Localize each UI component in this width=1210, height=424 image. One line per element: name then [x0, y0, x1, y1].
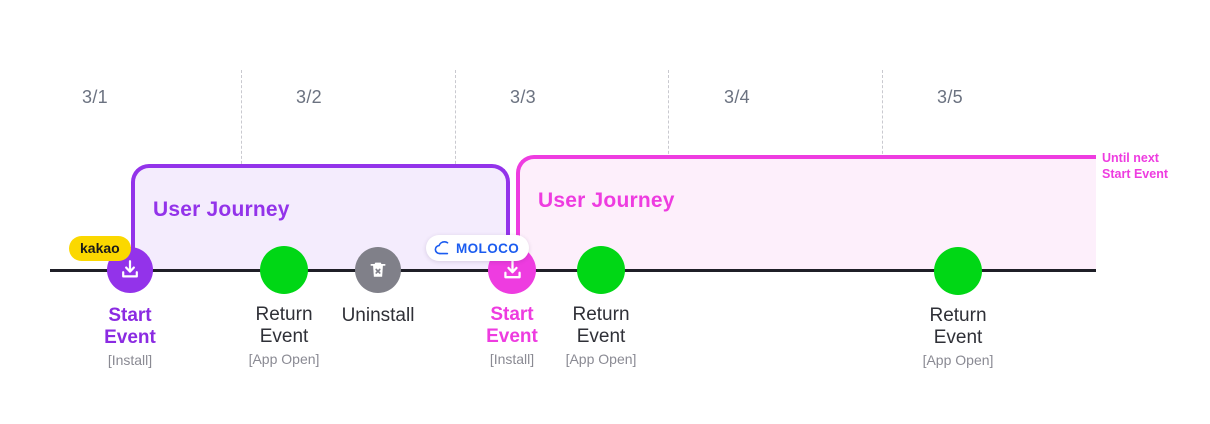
event-title: Start Event: [50, 305, 210, 350]
event-title-line2: Event: [576, 326, 626, 348]
event-title: Start Event: [432, 304, 592, 349]
date-label: 3/4: [724, 87, 750, 107]
until-note-line2: Start Event: [1102, 167, 1168, 181]
user-journey-label: User Journey: [153, 198, 290, 221]
event-title-line2: Event: [104, 327, 156, 349]
event-title-line2: Event: [933, 327, 983, 349]
date-label: 3/5: [937, 87, 963, 107]
trash-x-icon: [355, 247, 401, 293]
event-title-line1: Start: [490, 304, 534, 325]
kakao-badge: kakao: [69, 236, 131, 261]
event-subtitle: [App Open]: [248, 351, 320, 367]
until-next-start-event-note: Until next Start Event: [1102, 150, 1168, 182]
moloco-badge: MOLOCO: [426, 235, 530, 261]
event-title-line2: Event: [486, 326, 538, 348]
event-title-line2: Event: [259, 326, 309, 348]
user-journey-label: User Journey: [538, 189, 675, 212]
date-label: 3/1: [82, 87, 108, 107]
event-title-line1: Start: [108, 305, 152, 326]
date-label: 3/3: [510, 87, 536, 107]
event-title-line1: Return: [929, 305, 987, 326]
event-title: Return Event: [521, 304, 681, 349]
event-title-line1: Return: [255, 304, 313, 325]
date-label: 3/2: [296, 87, 322, 107]
moloco-wordmark: MOLOCO: [456, 240, 520, 256]
event-subtitle: [Install]: [489, 351, 535, 367]
circle-marker-icon: [260, 246, 308, 294]
timeline-axis-line: [50, 269, 1096, 272]
event-subtitle: [App Open]: [922, 352, 994, 368]
until-note-line1: Until next: [1102, 151, 1159, 165]
event-title: Return Event: [878, 305, 1038, 350]
event-subtitle: [App Open]: [565, 351, 637, 367]
event-title-line1: Uninstall: [341, 305, 415, 326]
event-subtitle: [Install]: [107, 352, 153, 368]
circle-marker-icon: [934, 247, 982, 295]
event-title-line1: Return: [572, 304, 630, 325]
circle-marker-icon: [577, 246, 625, 294]
event-title: Uninstall: [298, 305, 458, 327]
cloud-icon: [434, 240, 454, 256]
event-title: Return Event: [204, 304, 364, 349]
